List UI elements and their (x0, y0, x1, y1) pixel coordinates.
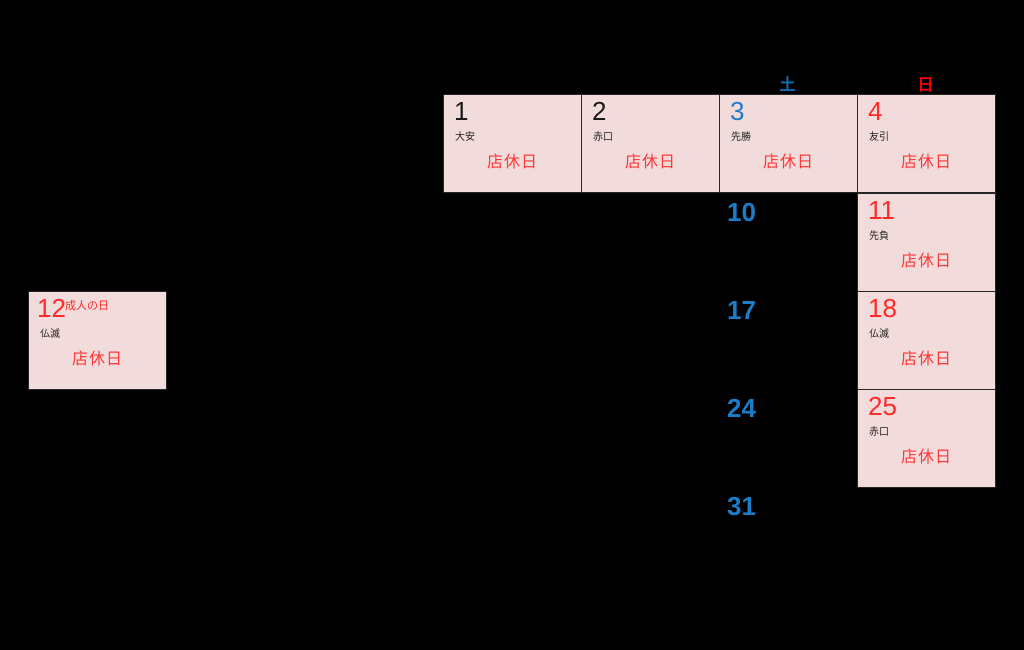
calendar-cell-day-25: 25 赤口 店休日 (857, 389, 996, 488)
day-number: 12 (37, 293, 66, 323)
calendar-cell-day-1: 1 大安 店休日 (443, 94, 582, 193)
day-number: 11 (868, 195, 895, 225)
rokuyo-label: 先勝 (731, 132, 751, 143)
saturday-date-31: 31 (727, 491, 756, 521)
calendar-cell-day-11: 11 先負 店休日 (857, 193, 996, 292)
saturday-date-17: 17 (727, 295, 756, 325)
closed-day-label: 店休日 (900, 253, 952, 270)
day-number: 2 (592, 96, 607, 126)
rokuyo-label: 仏滅 (869, 329, 889, 340)
rokuyo-label: 友引 (869, 132, 889, 143)
calendar-cell-day-12: 12 成人の日 仏滅 店休日 (28, 291, 167, 390)
closed-day-label: 店休日 (762, 154, 814, 171)
closed-day-label: 店休日 (624, 154, 676, 171)
rokuyo-label: 大安 (455, 132, 475, 143)
rokuyo-label: 仏滅 (40, 329, 60, 340)
calendar-cell-day-4: 4 友引 店休日 (857, 94, 996, 193)
day-number: 25 (868, 391, 897, 421)
calendar-cell-day-18: 18 仏滅 店休日 (857, 291, 996, 390)
day-number: 4 (868, 96, 883, 126)
rokuyo-label: 先負 (869, 231, 889, 242)
saturday-date-10: 10 (727, 197, 756, 227)
day-number: 18 (868, 293, 897, 323)
saturday-date-24: 24 (727, 393, 756, 423)
closed-day-label: 店休日 (900, 449, 952, 466)
rokuyo-label: 赤口 (593, 132, 613, 143)
day-number: 3 (730, 96, 745, 126)
closed-day-label: 店休日 (900, 154, 952, 171)
holiday-name-label: 成人の日 (65, 300, 109, 312)
closed-day-label: 店休日 (486, 154, 538, 171)
calendar-cell-day-3: 3 先勝 店休日 (719, 94, 858, 193)
closed-day-label: 店休日 (71, 351, 123, 368)
weekday-header-saturday: 土 (779, 77, 797, 94)
weekday-header-sunday: 日 (917, 77, 935, 94)
calendar-cell-day-2: 2 赤口 店休日 (581, 94, 720, 193)
rokuyo-label: 赤口 (869, 427, 889, 438)
closed-day-label: 店休日 (900, 351, 952, 368)
day-number: 1 (454, 96, 469, 126)
